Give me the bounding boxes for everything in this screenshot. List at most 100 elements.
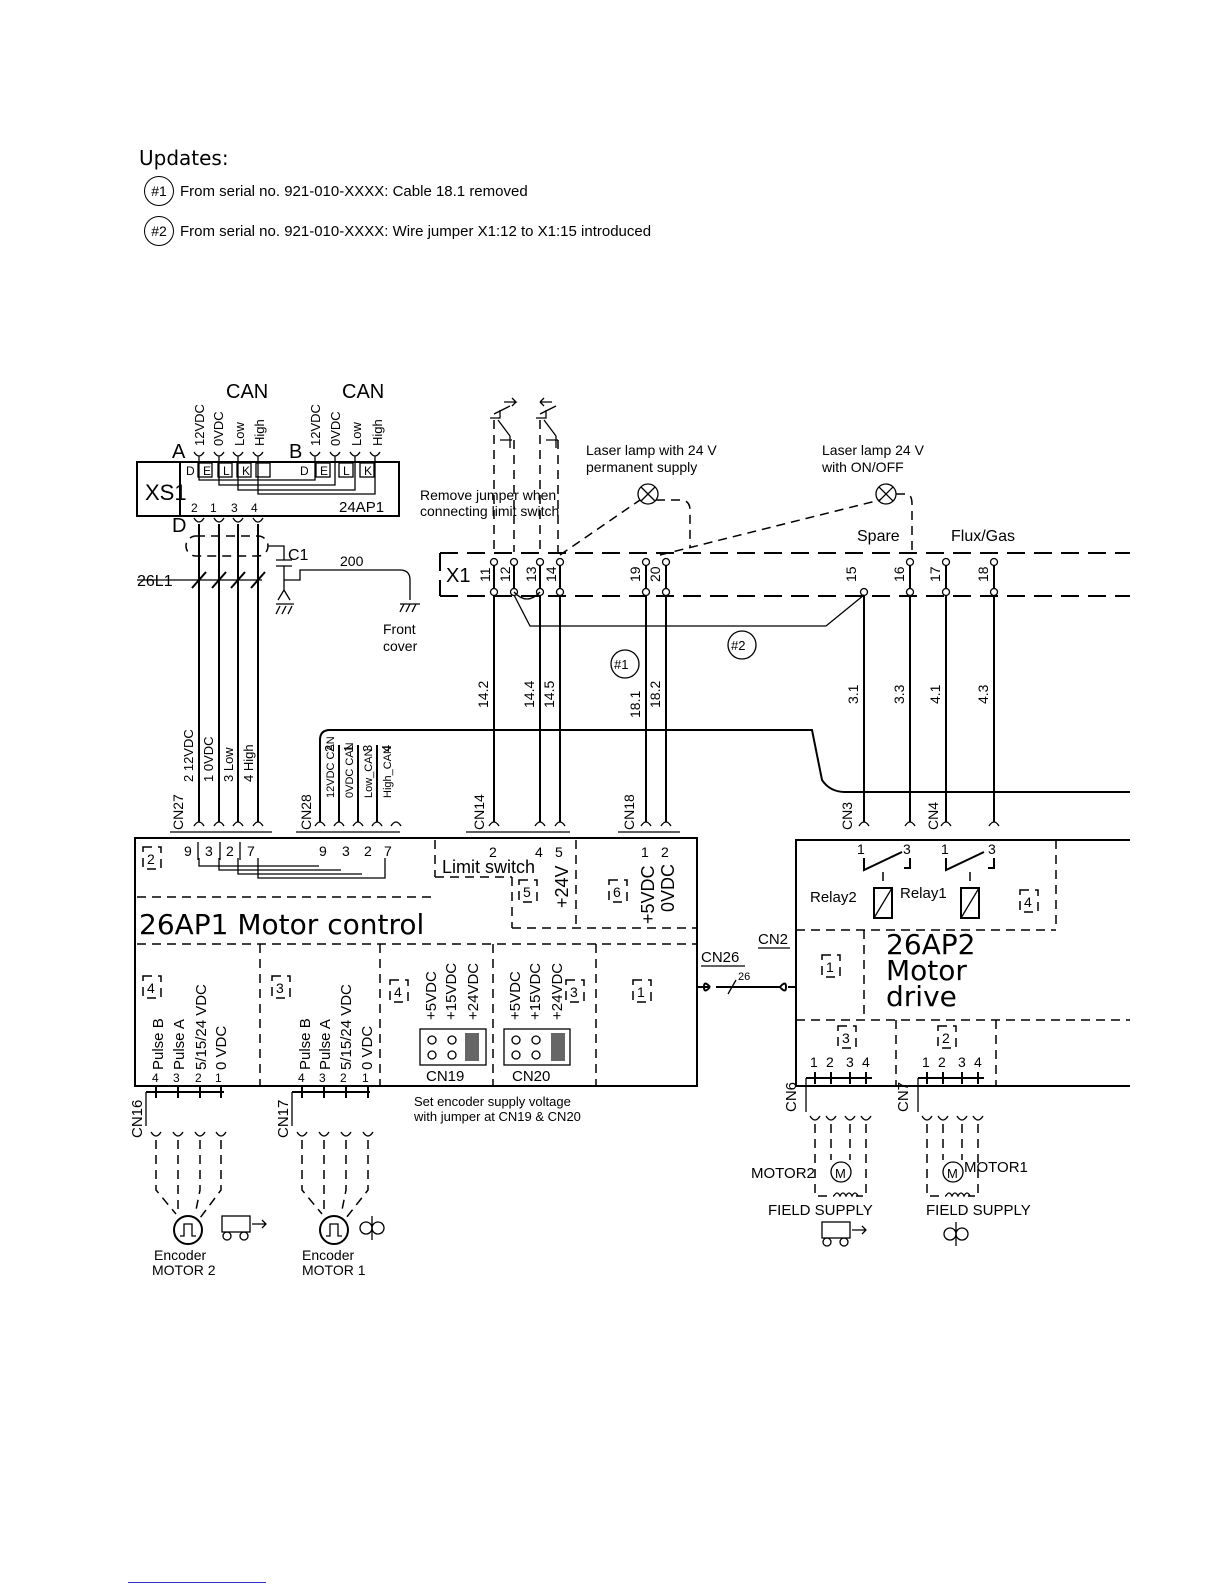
- cn7-pin: 4: [974, 1054, 982, 1070]
- cn18-voltage: +5VDC: [638, 865, 658, 924]
- cn28-pin: 3: [342, 843, 350, 859]
- ap1-box-2: 2: [147, 851, 155, 867]
- lamp-icon: [637, 483, 897, 505]
- field-supply-label: FIELD SUPPLY: [926, 1202, 1031, 1219]
- cn28-wire-num: 2: [322, 745, 337, 752]
- relay-coils: [873, 872, 980, 919]
- cn28-pin: 2: [364, 843, 372, 859]
- xs1-module: 24AP1: [339, 499, 384, 516]
- encoder-label: Encoder: [154, 1247, 206, 1263]
- relay-contacts: [863, 851, 995, 872]
- field-supply-label: FIELD SUPPLY: [768, 1202, 873, 1219]
- xs1-pin-letter: D: [300, 464, 309, 478]
- cn2-label: CN2: [758, 931, 788, 948]
- revision-badge: #1: [144, 176, 174, 206]
- enc-a-label: 5/15/24 VDC: [193, 984, 210, 1070]
- cn28-wire-num: 3: [360, 745, 375, 752]
- ap2-box-4: 4: [1024, 894, 1032, 910]
- can-pin-label: High: [370, 419, 385, 446]
- cn27-pin: 3: [205, 843, 213, 859]
- ap2-box-1: 1: [826, 959, 834, 975]
- cable-label: 26L1: [137, 573, 173, 590]
- can-pin-label: 12VDC: [192, 404, 207, 446]
- cn7-pin: 2: [938, 1054, 946, 1070]
- x1-term-num: 18: [975, 566, 991, 582]
- xs1-pin-letter: E: [320, 464, 328, 478]
- cn27-wire-label: 2 12VDC: [181, 729, 196, 782]
- x1-term-num: 12: [497, 566, 513, 582]
- bottom-pin-headers: [146, 1072, 984, 1098]
- cn7-pin: 3: [958, 1054, 966, 1070]
- can-title-left: CAN: [226, 381, 268, 403]
- can-letter-b: B: [289, 441, 302, 463]
- cn27-pin: 7: [247, 843, 255, 859]
- enc-a-pin: 1: [215, 1071, 222, 1085]
- fan-icon: [359, 1216, 385, 1240]
- cn20-label: CN20: [512, 1068, 550, 1085]
- x1-term-num: 20: [647, 566, 663, 582]
- cn4-pin: 3: [988, 841, 996, 857]
- relay1-label: Relay1: [900, 885, 947, 902]
- cn20-volt: +15VDC: [527, 963, 544, 1020]
- wire-label: 18.1: [627, 691, 643, 718]
- xs1-pin-num: 4: [251, 501, 258, 515]
- enc-b-label: Pulse B: [297, 1018, 314, 1070]
- x1-term-num: 11: [477, 567, 493, 582]
- xs1-label: XS1: [145, 480, 187, 505]
- cn19-jumper-block: [419, 1028, 487, 1066]
- xs1-pin-letter: K: [364, 464, 372, 478]
- cn28-wire-label: Low_CAN: [363, 748, 375, 798]
- relay2-label: Relay2: [810, 889, 857, 906]
- wire-200-label: 200: [340, 553, 364, 569]
- can-pin-label: 12VDC: [308, 404, 323, 446]
- motor2-label: MOTOR2: [751, 1165, 815, 1182]
- cn19-box: 4: [394, 984, 402, 1000]
- encoder-label: MOTOR 2: [152, 1262, 216, 1278]
- cn26-label: CN26: [701, 949, 739, 966]
- ap1-box-enc-a: 4: [147, 980, 155, 996]
- enc-b-pin: 2: [340, 1071, 347, 1085]
- cap-label: C1: [288, 547, 309, 564]
- x1-term-num: 15: [843, 566, 859, 582]
- wire-label: 18.2: [647, 681, 663, 708]
- encoder-note: Set encoder supply voltage: [414, 1094, 571, 1109]
- encoder-label: MOTOR 1: [302, 1262, 366, 1278]
- cn18-voltage: 0VDC: [658, 864, 678, 912]
- ap1-box-5: 5: [523, 884, 531, 900]
- wire-label: 14.4: [521, 681, 537, 708]
- can-pin-label: Low: [232, 422, 247, 446]
- lamp-1-label: permanent supply: [586, 459, 697, 475]
- cn6-pin: 3: [846, 1054, 854, 1070]
- cn14-label: CN14: [471, 794, 487, 830]
- motor-symbol: M: [947, 1166, 958, 1181]
- tractor-icon: [821, 1221, 867, 1247]
- cn28-label: CN28: [298, 794, 314, 830]
- jumper-note: connecting limit switch: [420, 503, 559, 519]
- cn28-wire-num: 1: [341, 745, 356, 752]
- cn28-pin: 9: [319, 843, 327, 859]
- ap2-box-2: 2: [942, 1030, 950, 1046]
- enc-b-pin: 3: [319, 1071, 326, 1085]
- cn20-jumper-block: [503, 1028, 571, 1066]
- enc-b-label: Pulse A: [317, 1019, 334, 1070]
- fan-icon: [943, 1222, 969, 1246]
- cn3-pin: 1: [857, 841, 865, 857]
- ap2-title: Motor: [886, 954, 967, 987]
- enc-a-pin: 2: [195, 1071, 202, 1085]
- encoder-label: Encoder: [302, 1247, 354, 1263]
- cn27-pin: 2: [226, 843, 234, 859]
- wire-label: 4.3: [975, 684, 991, 704]
- enc-b-pin: 1: [362, 1071, 369, 1085]
- cn6-pin: 1: [810, 1054, 818, 1070]
- xs1-pin-letter: L: [343, 464, 350, 478]
- ap2-board: [795, 839, 1130, 1087]
- xs1-pin-num: 3: [231, 501, 238, 515]
- update-text: From serial no. 921-010-XXXX: Wire jumpe…: [180, 222, 652, 240]
- updates-title: Updates:: [139, 146, 229, 170]
- enc-a-label: 0 VDC: [213, 1026, 230, 1070]
- cn6-pin: 4: [862, 1054, 870, 1070]
- cn19-volt: +24VDC: [465, 963, 482, 1020]
- cn17-label: CN17: [275, 1100, 292, 1138]
- cn19-label: CN19: [426, 1068, 464, 1085]
- limit-switch-label: Limit switch: [442, 857, 535, 877]
